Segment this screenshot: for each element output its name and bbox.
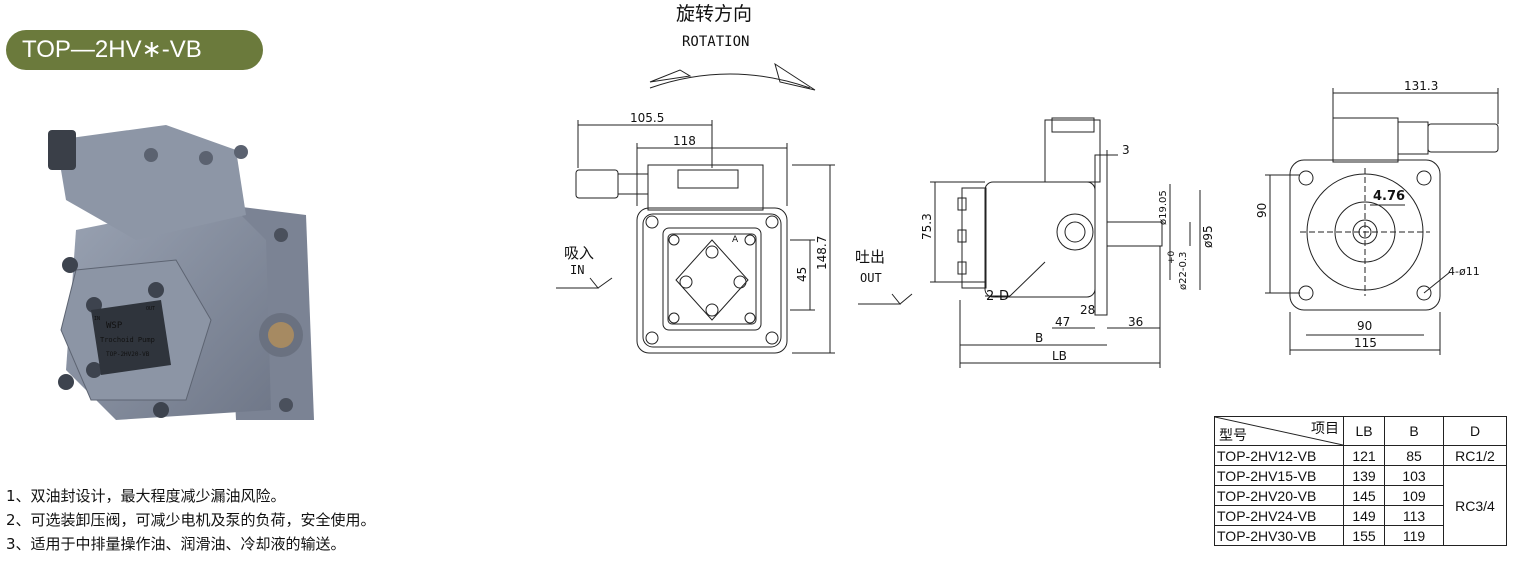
cell-model: TOP-2HV15-VB xyxy=(1214,465,1344,486)
feature-list: 1、双油封设计，最大程度减少漏油风险。 2、可选装卸压阀，可减少电机及泵的负荷，… xyxy=(6,484,376,556)
dim-148-7: 148.7 xyxy=(815,236,829,270)
out-en-label: OUT xyxy=(860,271,882,285)
cell-lb: 149 xyxy=(1343,505,1385,526)
photo-out: OUT xyxy=(146,306,155,312)
out-cn-label: 吐出 xyxy=(855,248,885,266)
cell-b: 109 xyxy=(1384,485,1444,506)
header-model-label: 型号 xyxy=(1219,427,1247,443)
photo-product: Trochoid Pump xyxy=(100,336,155,344)
dim-22-tol: +0 xyxy=(1167,250,1177,264)
dim-45: 45 xyxy=(795,267,809,282)
cell-b: 85 xyxy=(1384,445,1444,466)
cell-b: 103 xyxy=(1384,465,1444,486)
column-header-d: D xyxy=(1443,416,1507,446)
feature-item: 3、适用于中排量操作油、润滑油、冷却液的输送。 xyxy=(6,535,346,553)
rotation-en-label: ROTATION xyxy=(682,34,749,50)
photo-model: TOP-2HV20-VB xyxy=(106,351,150,358)
dim-47: 47 xyxy=(1055,315,1070,329)
feature-item: 2、可选装卸压阀，可减少电机及泵的负荷，安全使用。 xyxy=(6,511,376,529)
pump-photo: WSP Trochoid Pump TOP-2HV20-VB IN OUT xyxy=(48,125,314,420)
dim-131-3: 131.3 xyxy=(1404,79,1438,93)
feature-item: 1、双油封设计，最大程度减少漏油风险。 xyxy=(6,487,286,505)
dim-4-76: 4.76 xyxy=(1373,189,1405,204)
dim-28: 28 xyxy=(1080,303,1095,317)
dim-2d: 2-D xyxy=(986,289,1009,304)
dim-95: ø95 xyxy=(1201,225,1215,248)
photo-brand: WSP xyxy=(106,321,123,331)
cell-model: TOP-2HV12-VB xyxy=(1214,445,1344,466)
table-header-row: 项目 型号 LB B D xyxy=(1214,416,1507,446)
cell-b: 119 xyxy=(1384,525,1444,546)
dim-19-05: ø19.05 xyxy=(1158,190,1169,225)
dim-75-3: 75.3 xyxy=(920,213,934,240)
table-row: TOP-2HV15-VB 139 103 RC3/4 xyxy=(1214,465,1507,546)
in-en-label: IN xyxy=(570,263,584,277)
cell-d: RC1/2 xyxy=(1443,445,1507,466)
cell-lb: 121 xyxy=(1343,445,1385,466)
rotation-cn-label: 旋转方向 xyxy=(676,3,752,25)
cell-lb: 155 xyxy=(1343,525,1385,546)
table-row: TOP-2HV30-VB 155 119 xyxy=(1214,525,1507,546)
mark-a: A xyxy=(732,235,739,245)
table-row: TOP-2HV24-VB 149 113 xyxy=(1214,505,1507,526)
dim-b: B xyxy=(1035,331,1043,345)
technical-drawing: 旋转方向 ROTATION 吸入 IN 吐出 OUT 105.5 118 148… xyxy=(556,3,1499,368)
table-row: TOP-2HV12-VB 121 85 RC1/2 xyxy=(1214,445,1507,466)
table-corner-cell: 项目 型号 xyxy=(1214,416,1344,446)
column-header-lb: LB xyxy=(1343,416,1385,446)
in-cn-label: 吸入 xyxy=(564,244,594,262)
dim-lb: LB xyxy=(1052,349,1067,363)
cell-model: TOP-2HV30-VB xyxy=(1214,525,1344,546)
cell-lb: 139 xyxy=(1343,465,1385,486)
dim-118: 118 xyxy=(673,134,696,148)
cell-lb: 145 xyxy=(1343,485,1385,506)
cell-model: TOP-2HV20-VB xyxy=(1214,485,1344,506)
spec-table: 项目 型号 LB B D TOP-2HV12-VB 121 85 RC1/2 T… xyxy=(1214,416,1507,546)
photo-in: IN xyxy=(94,316,100,322)
model-series-badge: TOP—2HV∗-VB xyxy=(6,30,263,70)
cell-model: TOP-2HV24-VB xyxy=(1214,505,1344,526)
dim-36: 36 xyxy=(1128,315,1143,329)
dim-105-5: 105.5 xyxy=(630,111,664,125)
dim-4-holes: 4-ø11 xyxy=(1448,265,1480,278)
header-item-label: 项目 xyxy=(1311,420,1339,436)
dim-90-horizontal: 90 xyxy=(1357,319,1372,333)
dim-22: ø22-0.3 xyxy=(1178,252,1189,290)
dim-115: 115 xyxy=(1354,336,1377,350)
dim-3: 3 xyxy=(1122,143,1130,157)
column-header-b: B xyxy=(1384,416,1444,446)
cell-b: 113 xyxy=(1384,505,1444,526)
dim-90-vertical: 90 xyxy=(1255,203,1269,218)
cell-d: RC3/4 xyxy=(1443,465,1507,546)
